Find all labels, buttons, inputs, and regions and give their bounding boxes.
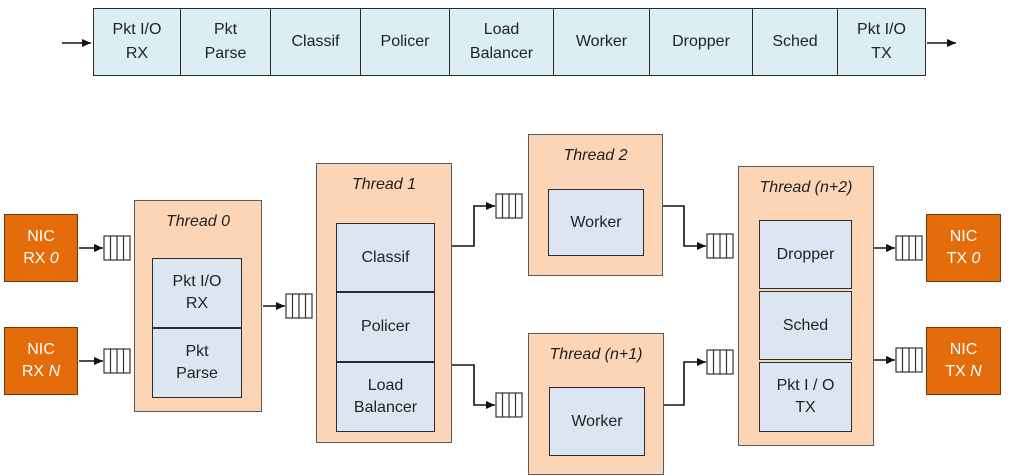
block-label-line2: TX	[795, 399, 816, 416]
nic-rx-0: NIC RX 0	[4, 214, 78, 282]
block-label-line1: Load	[367, 377, 404, 394]
nic-unit: N	[48, 363, 61, 380]
block-load-balancer: Load Balancer	[336, 362, 435, 432]
arrow-classif-to-queue	[452, 202, 495, 247]
nic-label: NIC	[949, 228, 978, 245]
thread-2: Thread 2 Worker	[528, 134, 663, 276]
stage-label-line2: RX	[125, 45, 149, 62]
stage-label-line1: Policer	[380, 33, 430, 50]
stage-label-line2: Balancer	[469, 45, 534, 62]
nic-port: RX N	[22, 361, 60, 383]
thread-n-plus-1: Thread (n+1) Worker	[528, 333, 664, 475]
arrow-worker2-to-queue	[663, 205, 706, 250]
queue-icon	[706, 233, 734, 259]
stage-label-line1: Dropper	[672, 33, 730, 50]
arrow-balancer-to-queue	[452, 364, 495, 409]
block-label-line2: Balancer	[353, 399, 418, 416]
stage-label-line1: Pkt I/O	[112, 21, 162, 38]
nic-direction: TX	[946, 250, 968, 267]
block-label-line1: Worker	[570, 213, 622, 231]
thread-n-plus-2: Thread (n+2) Dropper Sched Pkt I / O TX	[738, 166, 874, 446]
nic-port: TX 0	[947, 248, 981, 270]
nic-unit: N	[970, 363, 982, 380]
stage-policer: Policer	[360, 8, 450, 76]
stage-label-line2: Parse	[204, 45, 247, 62]
nic-direction: RX	[23, 250, 46, 267]
stage-label-line1: Sched	[772, 33, 818, 50]
block-worker: Worker	[548, 189, 644, 256]
nic-port: RX 0	[23, 248, 59, 270]
nic-label: NIC	[949, 341, 978, 358]
stage-label-line1: Pkt	[213, 21, 238, 38]
queue-icon	[103, 235, 131, 261]
thread-title: Thread (n+1)	[549, 346, 643, 363]
nic-tx-0: NIC TX 0	[926, 214, 1001, 282]
nic-direction: RX	[21, 363, 45, 380]
stage-label-line1: Classif	[291, 33, 340, 50]
block-label-line1: Classif	[361, 248, 410, 266]
queue-icon	[706, 349, 734, 375]
block-label-line1: Policer	[361, 318, 410, 335]
nic-label: NIC	[27, 341, 55, 358]
nic-port: TX N	[945, 361, 981, 383]
block-label-line1: Dropper	[776, 245, 835, 263]
thread-title: Thread 0	[165, 213, 231, 230]
queue-icon	[895, 347, 923, 373]
block-label-line1: Worker	[571, 412, 623, 430]
block-pkt-parse: Pkt Parse	[152, 328, 242, 398]
stage-label-line1: Pkt I/O	[857, 21, 906, 38]
nic-direction: TX	[945, 363, 966, 380]
stage-load-balancer: Load Balancer	[449, 8, 554, 76]
stage-classif: Classif	[270, 8, 361, 76]
block-label-line1: Pkt I / O	[776, 377, 835, 394]
block-worker: Worker	[549, 387, 645, 456]
nic-tx-n: NIC TX N	[926, 327, 1001, 395]
queue-icon	[495, 193, 523, 219]
stage-label-line1: Worker	[575, 33, 628, 50]
arrow-workern1-to-queue	[664, 358, 706, 406]
nic-unit: 0	[971, 250, 981, 267]
stage-pkt-io-rx: Pkt I/O RX	[93, 8, 181, 76]
thread-1: Thread 1 Classif Policer Load Balancer	[316, 163, 452, 443]
thread-0: Thread 0 Pkt I/O RX Pkt Parse	[134, 200, 262, 412]
queue-icon	[103, 348, 131, 374]
queue-icon	[895, 235, 923, 261]
stage-label-line2: TX	[871, 45, 892, 62]
queue-icon	[285, 293, 313, 319]
block-sched: Sched	[759, 291, 852, 360]
nic-unit: 0	[49, 250, 59, 267]
queue-icon	[495, 392, 523, 418]
thread-title: Thread (n+2)	[759, 179, 853, 196]
block-label-line2: RX	[185, 295, 209, 312]
block-label-line1: Pkt	[185, 343, 209, 360]
stage-dropper: Dropper	[649, 8, 753, 76]
nic-label: NIC	[27, 228, 55, 245]
block-label-line2: Parse	[176, 365, 218, 382]
stage-label-line1: Load	[483, 21, 520, 38]
block-label-line1: Pkt I/O	[172, 273, 222, 290]
stage-worker: Worker	[553, 8, 650, 76]
thread-title: Thread 1	[351, 176, 417, 193]
block-dropper: Dropper	[759, 220, 852, 289]
block-label-line1: Sched	[782, 316, 829, 334]
block-pkt-io-rx: Pkt I/O RX	[152, 258, 242, 328]
stage-pkt-io-tx: Pkt I/O TX	[837, 8, 926, 76]
block-pkt-io-tx: Pkt I / O TX	[759, 362, 852, 432]
nic-rx-n: NIC RX N	[4, 327, 78, 395]
block-classif: Classif	[336, 223, 435, 292]
thread-title: Thread 2	[563, 147, 628, 164]
block-policer: Policer	[336, 292, 435, 362]
